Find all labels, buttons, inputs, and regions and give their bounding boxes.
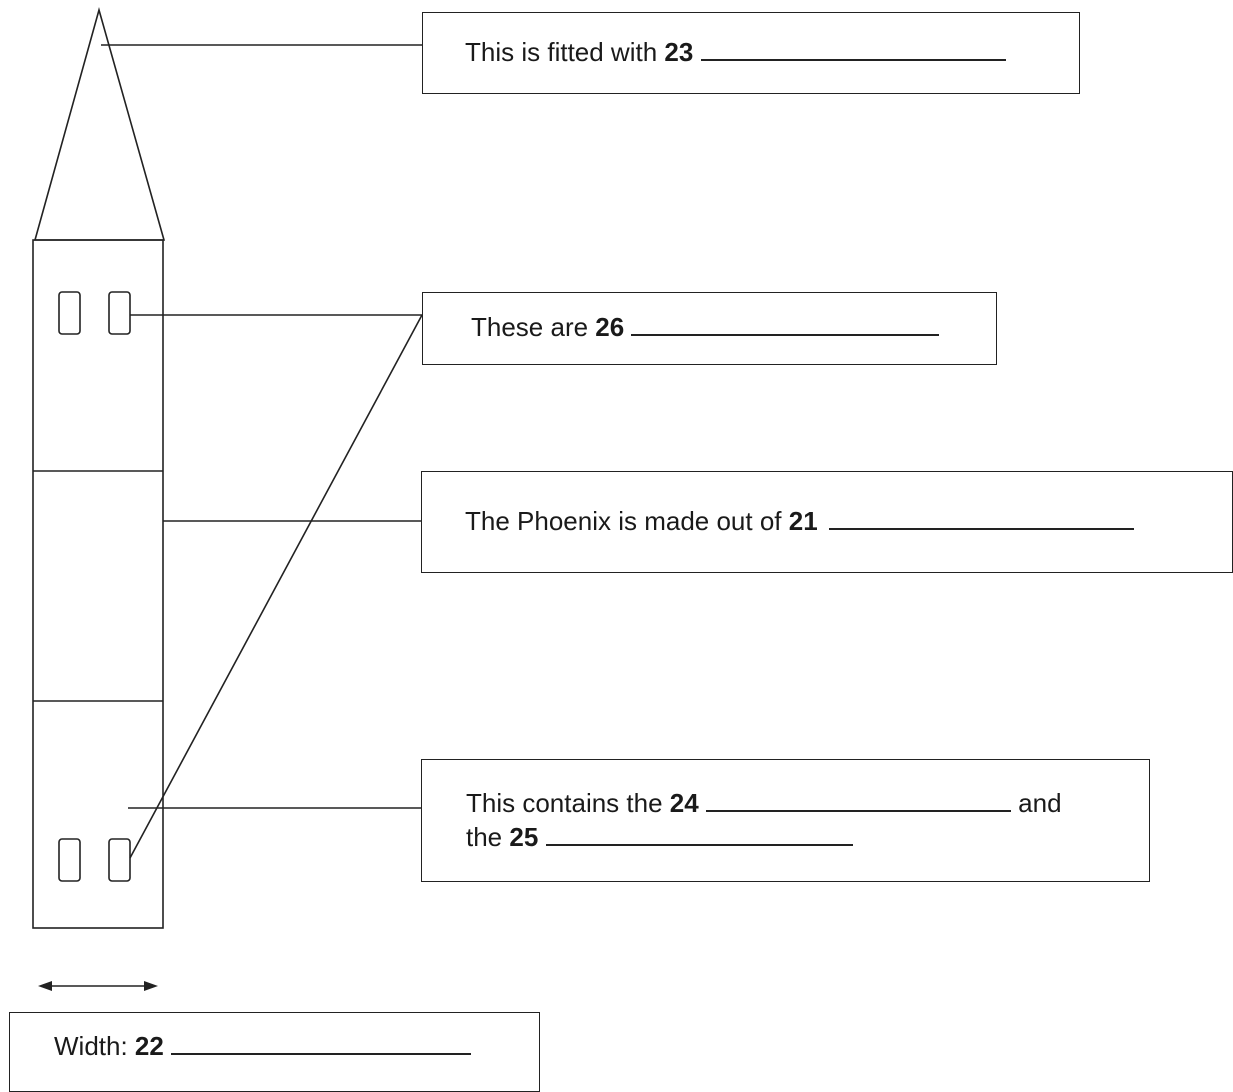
q25-line: the 25 xyxy=(466,820,1149,854)
label-box-q23: This is fitted with 23 xyxy=(422,12,1080,94)
label-box-q24-q25: This contains the 24 and the 25 xyxy=(421,759,1150,882)
q26-text: These are xyxy=(471,312,596,342)
upper-window-right xyxy=(108,291,131,335)
q24-suffix-text: and xyxy=(1010,788,1062,818)
leader-line-lower-windows xyxy=(129,314,423,859)
q24-answer-blank[interactable] xyxy=(705,786,1011,812)
lower-window-right xyxy=(108,838,131,882)
q24-line: This contains the 24 and xyxy=(466,786,1149,820)
q24-number: 24 xyxy=(669,788,699,818)
q22-answer-blank[interactable] xyxy=(171,1029,472,1055)
q26-answer-blank[interactable] xyxy=(631,310,940,336)
q26-number: 26 xyxy=(595,312,625,342)
q23-answer-blank[interactable] xyxy=(700,35,1006,61)
q23-number: 23 xyxy=(664,37,694,67)
label-box-q21: The Phoenix is made out of 21 xyxy=(421,471,1233,573)
q22-number: 22 xyxy=(134,1031,164,1061)
lower-window-left xyxy=(58,838,81,882)
label-box-q26: These are 26 xyxy=(422,292,997,365)
q25-answer-blank[interactable] xyxy=(545,820,853,846)
width-arrow-head-right xyxy=(144,981,158,991)
q21-number: 21 xyxy=(788,506,818,536)
label-box-q22: Width: 22 xyxy=(9,1012,540,1092)
q25-number: 25 xyxy=(509,822,539,852)
q25-text: the xyxy=(466,822,510,852)
upper-window-left xyxy=(58,291,81,335)
width-arrow-head-left xyxy=(38,981,52,991)
q23-text: This is fitted with xyxy=(465,37,665,67)
tower-body xyxy=(32,239,164,929)
q21-answer-blank[interactable] xyxy=(828,504,1134,530)
q21-text: The Phoenix is made out of xyxy=(465,506,789,536)
q22-text: Width: xyxy=(54,1031,135,1061)
q24-text: This contains the xyxy=(466,788,670,818)
